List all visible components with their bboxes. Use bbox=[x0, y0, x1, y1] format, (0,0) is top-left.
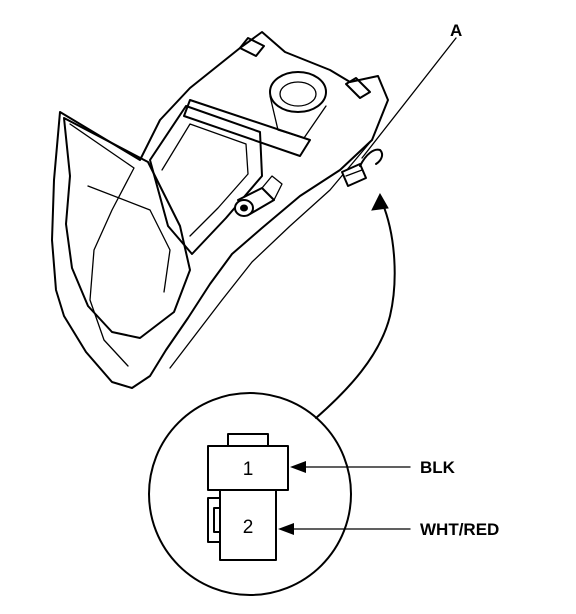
pin-2-number: 2 bbox=[243, 517, 254, 538]
connector-side-latch bbox=[207, 497, 221, 543]
connector-a bbox=[341, 148, 384, 187]
wire-color-wht-red: WHT/RED bbox=[420, 520, 499, 539]
connector-pin-2 bbox=[219, 489, 277, 561]
pin-1-number: 1 bbox=[243, 459, 254, 480]
callout-a-leader bbox=[361, 37, 457, 159]
wire-callout-1: BLK bbox=[290, 458, 456, 477]
wire-callout-2: WHT/RED bbox=[278, 520, 499, 539]
zoom-arrow bbox=[315, 192, 396, 419]
center-console bbox=[51, 31, 389, 389]
callout-a-label: A bbox=[450, 21, 462, 40]
accessory-socket bbox=[234, 175, 283, 217]
wire-color-blk: BLK bbox=[420, 458, 456, 477]
connector-detail: 1 2 bbox=[148, 392, 352, 596]
zoom-circle bbox=[148, 392, 352, 596]
